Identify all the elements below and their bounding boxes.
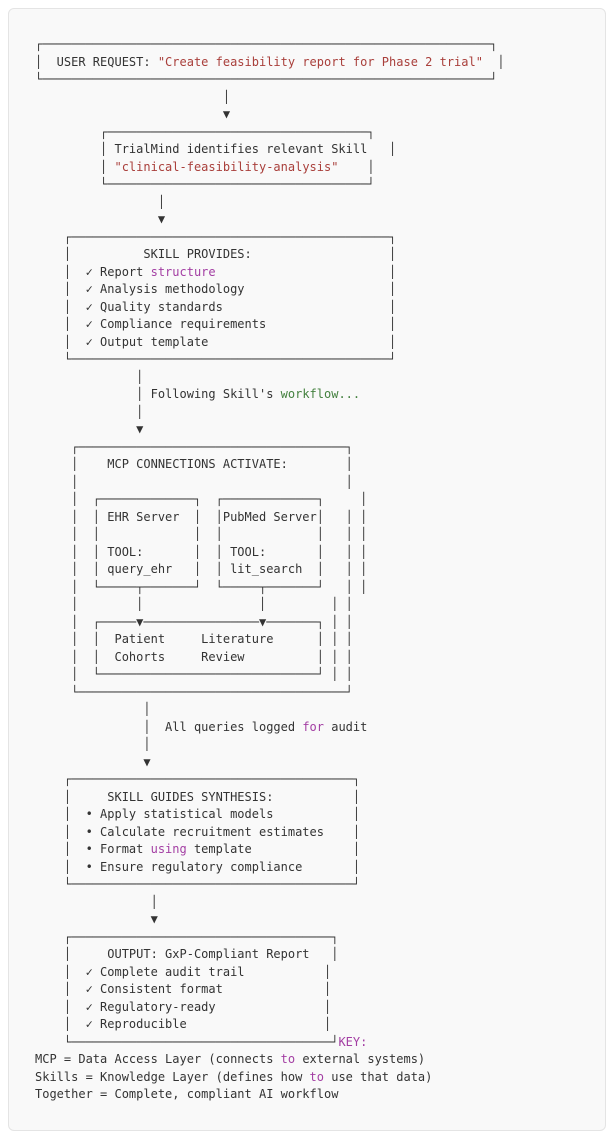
code-block-card: ┌───────────────────────────────────────…	[8, 8, 606, 1131]
diagram-segment: │ • Format	[35, 842, 151, 856]
diagram-segment: │	[35, 404, 144, 419]
diagram-segment: │ ✓ Report	[35, 264, 151, 279]
diagram-segment: │ All queries logged	[35, 719, 303, 734]
diagram-segment: │ SKILL GUIDES SYNTHESIS: │	[35, 789, 361, 804]
diagram-segment: ┌────────────────────────────────────┐	[35, 124, 375, 139]
diagram-segment: │ TrialMind identifies relevant Skill │	[35, 142, 397, 156]
diagram-segment: audit	[324, 719, 368, 734]
diagram-segment: ┌────────────────────────────────────┐	[35, 929, 339, 944]
diagram-segment: │	[35, 369, 144, 384]
diagram-segment: │ ✓ Quality standards │	[35, 299, 397, 314]
diagram-segment: │ ✓ Reproducible │	[35, 1017, 332, 1031]
diagram-segment: use that data)	[324, 1069, 433, 1084]
diagram-segment: to	[280, 1052, 296, 1066]
diagram-segment: │ └─────┬───────┘ └─────┬───────┘ │ │	[35, 579, 368, 594]
diagram-segment: "clinical-feasibility-analysis"	[114, 159, 339, 174]
diagram-segment: │	[215, 264, 397, 279]
diagram-segment: │	[35, 894, 158, 909]
diagram-segment: │	[338, 159, 375, 174]
diagram-segment: └───────────────────────────────────────…	[35, 352, 397, 366]
diagram-segment: │ • Apply statistical models │	[35, 807, 361, 821]
diagram-segment: KEY:	[338, 1034, 368, 1049]
diagram-segment: │ MCP CONNECTIONS ACTIVATE: │	[35, 457, 353, 471]
diagram-segment: ▼	[35, 212, 166, 226]
diagram-segment: │ │ │ │ │	[35, 597, 353, 611]
diagram-segment: │ ✓ Output template │	[35, 334, 397, 349]
diagram-segment: external systems)	[295, 1052, 426, 1066]
diagram-segment: template │	[186, 842, 361, 856]
diagram-segment: │ OUTPUT: GxP-Compliant Report │	[35, 947, 339, 961]
diagram-segment: └────────────────────────────────────┘	[35, 1034, 339, 1049]
diagram-segment: └───────────────────────────────────────…	[35, 72, 498, 86]
diagram-segment: ┌─────────────────────────────────────┐	[35, 439, 353, 454]
diagram-segment: │ ✓ Regulatory-ready │	[35, 999, 332, 1014]
diagram-segment: │ │	[35, 474, 353, 489]
diagram-segment: │	[482, 54, 505, 69]
diagram-segment: Skills = Knowledge Layer (defines how	[35, 1069, 310, 1084]
diagram-segment: │ ✓ Consistent format │	[35, 982, 332, 996]
diagram-segment: ▼	[35, 107, 231, 121]
diagram-segment: │ Following Skill's	[35, 387, 281, 401]
diagram-segment: workflow...	[280, 387, 361, 401]
diagram-segment: └─────────────────────────────────────┘	[35, 684, 353, 699]
diagram-segment: ┌───────────────────────────────────────…	[35, 229, 397, 244]
diagram-segment: using	[150, 842, 187, 856]
diagram-segment: │	[35, 89, 231, 104]
diagram-segment: │ ✓ Complete audit trail │	[35, 964, 332, 979]
diagram-segment: │ • Calculate recruitment estimates │	[35, 824, 361, 839]
diagram-segment: └────────────────────────────────────┘	[35, 177, 375, 191]
diagram-segment: │ │ Cohorts Review │ │ │	[35, 649, 353, 664]
diagram-segment: │ • Ensure regulatory compliance │	[35, 859, 361, 874]
diagram-segment: │ ✓ Analysis methodology │	[35, 282, 397, 296]
diagram-segment: │ USER REQUEST:	[35, 54, 158, 69]
diagram-segment: │ │ query_ehr │ │ lit_search │ │ │	[35, 562, 368, 576]
ascii-diagram: ┌───────────────────────────────────────…	[9, 9, 605, 1104]
diagram-segment: ┌───────────────────────────────────────…	[35, 772, 361, 786]
diagram-segment: Together = Complete, compliant AI workfl…	[35, 1087, 339, 1101]
diagram-segment: │ ✓ Compliance requirements │	[35, 317, 397, 331]
diagram-segment: │	[35, 702, 151, 716]
diagram-segment: MCP = Data Access Layer (connects	[35, 1052, 281, 1066]
diagram-segment: │ │ Patient Literature │ │ │	[35, 632, 353, 646]
diagram-segment: ▼	[35, 912, 158, 926]
diagram-segment: │ │ │ │ │ │ │	[35, 527, 368, 541]
diagram-segment: structure	[150, 264, 216, 279]
diagram-segment: to	[309, 1069, 324, 1084]
diagram-segment: │	[35, 737, 151, 751]
diagram-segment: │ └──────────────────────────────┘ │ │	[35, 667, 353, 681]
diagram-segment: │	[35, 159, 115, 174]
diagram-segment: ▼	[35, 422, 144, 436]
diagram-segment: │ │ EHR Server │ │PubMed Server│ │ │	[35, 509, 368, 524]
diagram-segment: │ ┌─────▼────────────────▼───────┐ │ │	[35, 614, 353, 629]
diagram-segment: for	[302, 719, 324, 734]
diagram-segment: │ │ TOOL: │ │ TOOL: │ │ │	[35, 544, 368, 559]
diagram-segment: ▼	[35, 754, 151, 769]
diagram-segment: ┌───────────────────────────────────────…	[35, 37, 498, 51]
diagram-segment: └───────────────────────────────────────…	[35, 877, 361, 891]
diagram-segment: "Create feasibility report for Phase 2 t…	[157, 54, 483, 69]
diagram-segment: │ ┌─────────────┐ ┌─────────────┐ │	[35, 492, 368, 506]
diagram-segment: │	[35, 194, 166, 209]
diagram-segment: │ SKILL PROVIDES: │	[35, 247, 397, 261]
